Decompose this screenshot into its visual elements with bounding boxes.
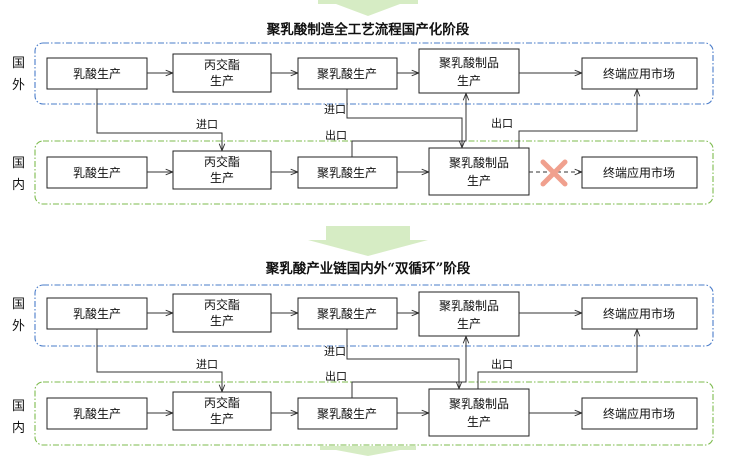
svg-text:进口: 进口 bbox=[196, 358, 218, 371]
svg-text:进口: 进口 bbox=[196, 118, 218, 131]
svg-text:聚乳酸制品: 聚乳酸制品 bbox=[439, 55, 499, 70]
down-arrow-icon bbox=[308, 226, 428, 256]
bottom-domestic-box-lactic-acid: 乳酸生产 bbox=[46, 397, 148, 430]
top-domestic-box-lactic-acid: 乳酸生产 bbox=[46, 156, 148, 189]
bottom-domestic-box-pla-products: 聚乳酸制品 生产 bbox=[428, 388, 530, 437]
svg-text:丙交酯: 丙交酯 bbox=[204, 395, 240, 410]
svg-text:生产: 生产 bbox=[210, 314, 234, 328]
svg-text:聚乳酸制品: 聚乳酸制品 bbox=[449, 396, 509, 411]
top-foreign-box-pla: 聚乳酸生产 bbox=[297, 57, 398, 90]
bottom-import-lactic-acid: 进口 bbox=[96, 329, 222, 391]
svg-text:丙交酯: 丙交酯 bbox=[204, 57, 240, 72]
svg-text:进口: 进口 bbox=[324, 345, 346, 358]
svg-text:出口: 出口 bbox=[325, 369, 347, 383]
bottom-domestic-label-char2: 内 bbox=[12, 420, 25, 436]
svg-text:丙交酯: 丙交酯 bbox=[204, 297, 240, 312]
svg-text:出口: 出口 bbox=[325, 128, 347, 142]
svg-text:出口: 出口 bbox=[491, 357, 513, 371]
svg-text:聚乳酸生产: 聚乳酸生产 bbox=[317, 165, 377, 180]
top-foreign-label-char1: 国 bbox=[12, 56, 25, 71]
svg-text:聚乳酸制品: 聚乳酸制品 bbox=[439, 298, 499, 313]
svg-text:生产: 生产 bbox=[457, 317, 481, 331]
bottom-foreign-box-pla: 聚乳酸生产 bbox=[297, 297, 398, 330]
svg-text:聚乳酸制品: 聚乳酸制品 bbox=[449, 155, 509, 170]
svg-text:生产: 生产 bbox=[210, 74, 234, 88]
svg-text:乳酸生产: 乳酸生产 bbox=[73, 165, 121, 180]
top-import-lactic-acid: 进口 bbox=[96, 89, 222, 150]
svg-text:终端应用市场: 终端应用市场 bbox=[603, 66, 675, 81]
svg-text:生产: 生产 bbox=[467, 415, 491, 429]
svg-text:生产: 生产 bbox=[467, 174, 491, 188]
bottom-domestic-label-char1: 国 bbox=[12, 399, 25, 414]
bottom-foreign-box-pla-products: 聚乳酸制品 生产 bbox=[418, 291, 520, 337]
bottom-export-pla-products: 出口 bbox=[477, 330, 637, 389]
bottom-foreign-frame bbox=[34, 284, 714, 347]
bottom-domestic-box-pla: 聚乳酸生产 bbox=[297, 397, 398, 430]
down-arrow-icon bbox=[320, 446, 416, 456]
svg-text:出口: 出口 bbox=[491, 116, 513, 130]
bottom-import-pla: 进口 bbox=[324, 329, 459, 388]
top-foreign-box-end-market: 终端应用市场 bbox=[581, 57, 698, 90]
bottom-domestic-box-lactide: 丙交酯 生产 bbox=[172, 391, 272, 431]
cross-mark-icon bbox=[540, 159, 568, 187]
bottom-diagram-title: 聚乳酸产业链国内外“双循环”阶段 bbox=[265, 260, 471, 277]
svg-text:乳酸生产: 乳酸生产 bbox=[73, 306, 121, 321]
top-export-pla-products: 出口 bbox=[491, 90, 637, 148]
svg-text:终端应用市场: 终端应用市场 bbox=[603, 165, 675, 180]
svg-text:聚乳酸生产: 聚乳酸生产 bbox=[317, 406, 377, 421]
top-import-pla: 进口 bbox=[324, 89, 462, 147]
svg-text:乳酸生产: 乳酸生产 bbox=[73, 66, 121, 81]
svg-text:丙交酯: 丙交酯 bbox=[204, 154, 240, 169]
svg-text:生产: 生产 bbox=[210, 412, 234, 426]
top-foreign-label-char2: 外 bbox=[12, 78, 25, 93]
svg-text:生产: 生产 bbox=[210, 171, 234, 185]
svg-text:终端应用市场: 终端应用市场 bbox=[603, 406, 675, 421]
svg-text:终端应用市场: 终端应用市场 bbox=[603, 306, 675, 321]
bottom-foreign-box-lactic-acid: 乳酸生产 bbox=[46, 297, 148, 330]
top-domestic-label-char1: 国 bbox=[12, 156, 25, 171]
top-foreign-box-lactic-acid: 乳酸生产 bbox=[46, 57, 148, 90]
svg-text:生产: 生产 bbox=[457, 74, 481, 88]
top-foreign-box-lactide: 丙交酯 生产 bbox=[172, 53, 272, 93]
bottom-export-pla: 出口 bbox=[325, 337, 466, 398]
top-domestic-label-char2: 内 bbox=[12, 177, 25, 193]
bottom-foreign-box-end-market: 终端应用市场 bbox=[581, 297, 698, 330]
top-domestic-box-pla: 聚乳酸生产 bbox=[297, 156, 398, 189]
top-domestic-box-end-market: 终端应用市场 bbox=[581, 156, 698, 189]
svg-text:聚乳酸生产: 聚乳酸生产 bbox=[317, 306, 377, 321]
bottom-domestic-box-end-market: 终端应用市场 bbox=[581, 397, 698, 430]
top-foreign-frame bbox=[34, 42, 714, 105]
top-domestic-box-pla-products: 聚乳酸制品 生产 bbox=[428, 147, 530, 196]
svg-text:进口: 进口 bbox=[324, 103, 346, 116]
bottom-foreign-box-lactide: 丙交酯 生产 bbox=[172, 293, 272, 333]
top-domestic-box-lactide: 丙交酯 生产 bbox=[172, 150, 272, 190]
top-diagram-title: 聚乳酸制造全工艺流程国产化阶段 bbox=[266, 21, 470, 38]
svg-text:聚乳酸生产: 聚乳酸生产 bbox=[317, 66, 377, 81]
top-foreign-box-pla-products: 聚乳酸制品 生产 bbox=[418, 48, 520, 94]
bottom-foreign-label-char2: 外 bbox=[12, 319, 25, 334]
down-arrow-icon bbox=[318, 0, 418, 16]
top-export-pla: 出口 bbox=[325, 94, 466, 157]
svg-text:乳酸生产: 乳酸生产 bbox=[73, 406, 121, 421]
bottom-foreign-label-char1: 国 bbox=[12, 297, 25, 312]
